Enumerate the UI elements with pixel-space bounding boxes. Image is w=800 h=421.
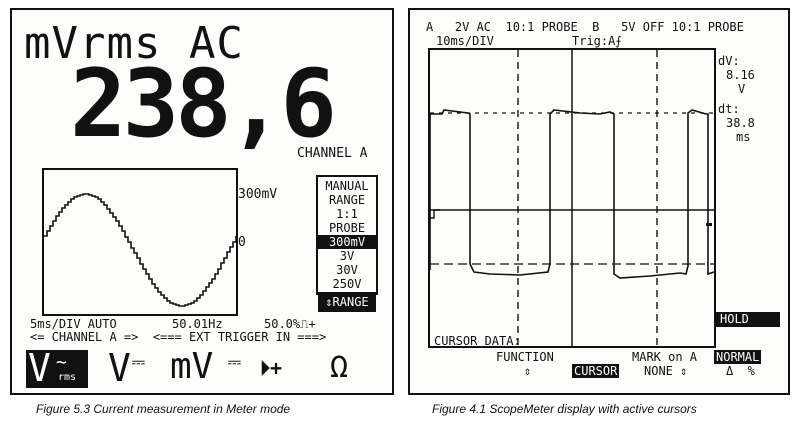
ground-marker-icon bbox=[706, 223, 712, 226]
range-menu-item-selected[interactable]: 300mV bbox=[318, 235, 376, 249]
dt-value: 38.8 bbox=[726, 116, 755, 130]
meter-mode-display: mVrms AC 238,6 CHANNEL A 300mV 0 MANUAL … bbox=[10, 8, 394, 395]
range-menu-item: RANGE bbox=[328, 193, 366, 207]
unit-title: mVrms AC bbox=[24, 18, 244, 69]
scale-top-label: 300mV bbox=[238, 187, 278, 202]
waveform-window bbox=[42, 168, 238, 316]
range-menu-item: PROBE bbox=[328, 221, 366, 235]
right-caption: Figure 4.1 ScopeMeter display with activ… bbox=[432, 402, 697, 416]
channel-label: CHANNEL A bbox=[297, 146, 368, 161]
dt-unit: ms bbox=[736, 130, 751, 144]
main-reading: 238,6 bbox=[70, 50, 337, 159]
range-button[interactable]: ⇕RANGE bbox=[318, 292, 376, 312]
channel-settings: A 2V AC 10:1 PROBE B 5V OFF 10:1 PROBE bbox=[426, 20, 744, 34]
range-menu-item: 1:1 bbox=[336, 207, 358, 221]
dv-label: dV: bbox=[718, 54, 740, 68]
range-menu-item[interactable]: 3V bbox=[339, 249, 355, 263]
status-inputs: <= CHANNEL A => <=== EXT TRIGGER IN ===> bbox=[30, 330, 327, 344]
scope-graticule bbox=[428, 48, 716, 348]
range-menu-item[interactable]: 250V bbox=[332, 277, 362, 291]
ohm-icon: Ω bbox=[330, 350, 349, 385]
rms-label: rms bbox=[58, 372, 77, 383]
dt-label: dt: bbox=[718, 102, 740, 116]
sine-icon: ∼ bbox=[56, 352, 67, 373]
range-menu[interactable]: MANUAL RANGE 1:1 PROBE 300mV 3V 30V 250V bbox=[316, 175, 378, 295]
left-caption: Figure 5.3 Current measurement in Meter … bbox=[36, 402, 291, 416]
mv-dc-softkey[interactable]: mV ⎓ bbox=[170, 346, 246, 388]
v-dc-softkey[interactable]: V ⎓ bbox=[108, 346, 158, 390]
hold-button[interactable]: HOLD bbox=[716, 312, 780, 327]
v-ac-label: V bbox=[28, 346, 51, 390]
status-timebase: 5ms/DIV AUTO bbox=[30, 317, 117, 331]
diode-test-softkey[interactable]: ⏵+ bbox=[260, 356, 290, 386]
status-frequency: 50.01Hz bbox=[172, 317, 223, 331]
dc-symbol-icon: ⎓ bbox=[132, 352, 145, 371]
dv-unit: V bbox=[738, 82, 746, 96]
v-dc-label: V bbox=[108, 346, 131, 390]
scope-traces bbox=[429, 50, 715, 346]
ohm-softkey[interactable]: Ω bbox=[330, 350, 360, 386]
normal-button[interactable]: NORMAL bbox=[714, 350, 762, 364]
dv-value: 8.16 bbox=[726, 68, 755, 82]
dc-symbol-icon: ⎓ bbox=[228, 352, 241, 371]
square-wave-trace bbox=[429, 109, 715, 279]
delta-percent-label: Δ % bbox=[726, 364, 755, 378]
trigger-label: Trig:A⨍ bbox=[572, 34, 622, 48]
trigger-marker-icon bbox=[430, 209, 440, 219]
scale-zero-label: 0 bbox=[238, 235, 246, 250]
scope-mode-display: A 2V AC 10:1 PROBE B 5V OFF 10:1 PROBE 1… bbox=[408, 8, 790, 395]
function-arrow-icon[interactable]: ⇕ bbox=[524, 364, 532, 378]
function-label: FUNCTION bbox=[496, 350, 554, 364]
diode-icon: ⏵+ bbox=[260, 356, 283, 380]
mark-value[interactable]: NONE ⇕ bbox=[644, 364, 688, 378]
cursor-data-label: CURSOR DATA: bbox=[434, 334, 521, 348]
cursor-button[interactable]: CURSOR bbox=[572, 364, 620, 378]
mv-dc-label: mV bbox=[170, 346, 214, 387]
timebase-label: 10ms/DIV bbox=[436, 34, 494, 48]
v-ac-rms-softkey[interactable]: V ∼ rms bbox=[26, 346, 88, 390]
status-duty-cycle: 50.0%⎍+ bbox=[264, 317, 316, 331]
mark-label: MARK on A bbox=[632, 350, 698, 364]
range-menu-item: MANUAL bbox=[325, 179, 369, 193]
range-menu-item[interactable]: 30V bbox=[336, 263, 358, 277]
sine-waveform bbox=[44, 193, 237, 307]
